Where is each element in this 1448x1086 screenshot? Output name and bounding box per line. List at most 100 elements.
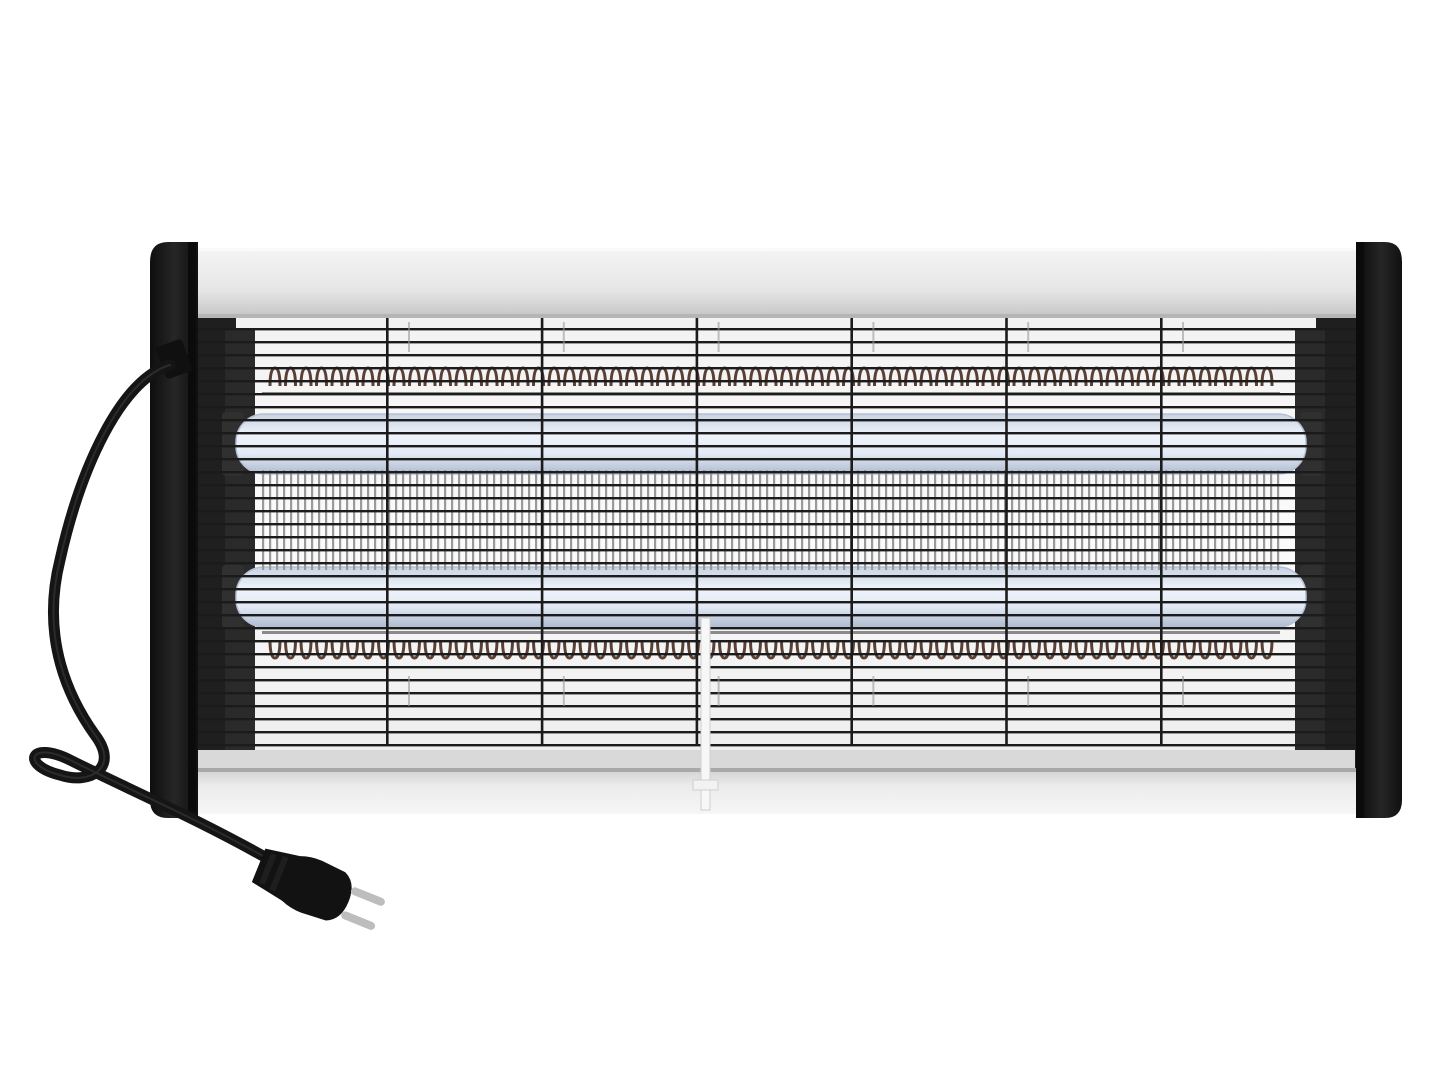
electrode-rod	[465, 470, 468, 570]
electrode-rod	[395, 470, 398, 570]
left-end-cap	[150, 242, 198, 818]
grid-bar-horizontal	[196, 497, 1356, 500]
bottom-housing	[180, 750, 1370, 814]
electrode-rod	[983, 470, 986, 570]
electrode-rod	[647, 470, 650, 570]
grid-bar-horizontal	[196, 627, 1356, 630]
electrode-rod	[437, 470, 440, 570]
electrode-rod	[689, 470, 692, 570]
grid-bar-horizontal	[196, 406, 1356, 409]
electrode-rod	[1130, 470, 1133, 570]
grid-bar-horizontal	[196, 523, 1356, 526]
electrode-rod	[507, 470, 510, 570]
grid-bar-horizontal	[196, 458, 1356, 461]
electrode-rod	[1158, 470, 1161, 570]
grid-bar-horizontal	[196, 536, 1356, 539]
electrode-rod	[955, 470, 958, 570]
electrode-rod	[1228, 470, 1231, 570]
electrode-rod	[339, 470, 342, 570]
electrode-rod	[1270, 470, 1273, 570]
electrode-rod	[1060, 470, 1063, 570]
electrode-rod	[367, 470, 370, 570]
coil-loop	[718, 639, 731, 660]
grid-bar-horizontal	[196, 666, 1356, 669]
electrode-rod	[591, 470, 594, 570]
electrode-rod	[353, 470, 356, 570]
electrode-rod	[1242, 470, 1245, 570]
electrode-rod	[871, 470, 874, 570]
electrode-rod	[787, 470, 790, 570]
electrode-rod	[1011, 470, 1014, 570]
electrode-rod	[710, 470, 713, 570]
electrode-rod	[1277, 470, 1280, 570]
electrode-rod	[1179, 470, 1182, 570]
electrode-rod	[1018, 470, 1021, 570]
electrode-rod	[430, 470, 433, 570]
electrode-rod	[731, 470, 734, 570]
power-plug	[251, 848, 385, 930]
grid-bar-horizontal	[196, 601, 1356, 604]
electrode-rod	[997, 470, 1000, 570]
coil-loop	[268, 639, 282, 660]
coil-loop	[888, 639, 902, 660]
electrode-rod	[479, 470, 482, 570]
electrode-rod	[1144, 470, 1147, 570]
electrode-rod	[325, 470, 328, 570]
grid-bar-horizontal	[196, 445, 1356, 448]
coil-loop	[361, 639, 375, 660]
electrode-rod	[941, 470, 944, 570]
electrode-rod	[1165, 470, 1168, 570]
electrode-rod	[1256, 470, 1259, 570]
coil-loop	[1183, 639, 1196, 660]
electrode-rod	[500, 470, 503, 570]
electrode-rod	[1137, 470, 1140, 570]
coil-loop	[966, 639, 979, 660]
coil-loop	[764, 639, 778, 660]
electrode-rod	[612, 470, 615, 570]
coil-loop	[1229, 639, 1243, 660]
electrode-rod	[864, 470, 867, 570]
grid-bar-vertical	[850, 316, 853, 746]
electrode-rod	[780, 470, 783, 570]
electrode-rod	[290, 470, 293, 570]
coil-loop	[981, 639, 995, 660]
grid-bar-horizontal	[196, 380, 1356, 383]
coil-loop	[563, 639, 576, 660]
electrode-rod	[605, 470, 608, 570]
electrode-rod	[297, 470, 300, 570]
electrode-rod	[829, 470, 832, 570]
electrode-rod	[857, 470, 860, 570]
grid-bar-horizontal	[196, 562, 1356, 565]
electrode-rod	[570, 470, 573, 570]
coil-loop	[594, 639, 607, 660]
grid-bar-vertical	[540, 316, 544, 746]
electrode-rod	[969, 470, 972, 570]
electrode-rod	[1172, 470, 1175, 570]
grid-bar-horizontal	[196, 354, 1356, 357]
electrode-rod	[843, 470, 846, 570]
electrode-rod	[598, 470, 601, 570]
coil-loop	[1136, 639, 1150, 660]
coil-loop	[1059, 639, 1072, 660]
grid-bar-horizontal	[196, 692, 1356, 695]
electrode-rod	[661, 470, 664, 570]
coil-loop	[997, 639, 1010, 660]
electrode-rod	[633, 470, 636, 570]
electrode-rod	[409, 470, 412, 570]
electrode-rod	[717, 470, 720, 570]
grid-bar-horizontal	[196, 705, 1356, 708]
electrode-rod	[381, 470, 384, 570]
coil-row-bottom	[268, 639, 1274, 660]
electrode-rod	[654, 470, 657, 570]
grid-bar-horizontal	[196, 341, 1356, 344]
coil-loop	[346, 639, 359, 660]
coil-loop	[1121, 639, 1134, 660]
grid-bar-horizontal	[196, 744, 1356, 747]
coil-loop	[501, 639, 514, 660]
coil-loop	[1152, 639, 1165, 660]
electrode-rod	[766, 470, 769, 570]
coil-loop	[408, 639, 421, 660]
coil-loop	[392, 639, 406, 660]
electrode-rod	[514, 470, 517, 570]
grid-bar-horizontal	[196, 393, 1356, 396]
